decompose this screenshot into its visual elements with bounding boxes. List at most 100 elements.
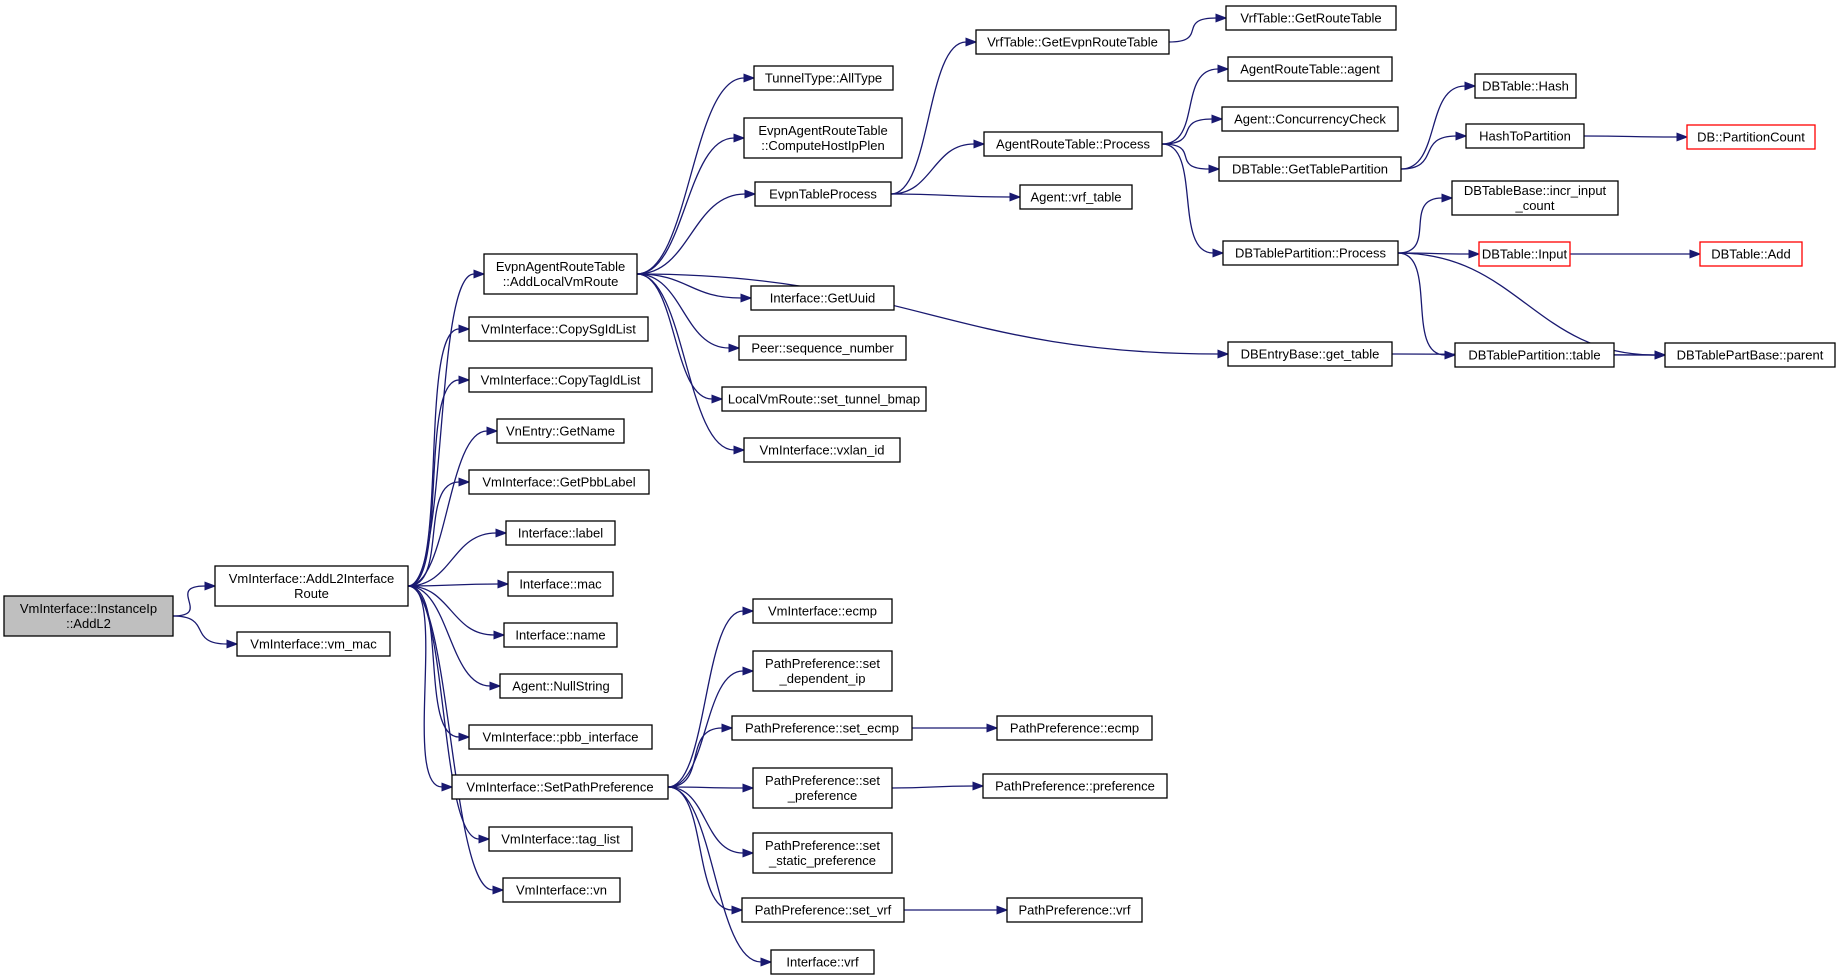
node-box [752, 598, 893, 624]
node-label: ::AddLocalVmRoute [503, 274, 619, 289]
node-dbtable-input[interactable]: DBTable::Input [1478, 241, 1571, 267]
node-dbentrybase-get-table[interactable]: DBEntryBase::get_table [1227, 341, 1393, 367]
node-box [741, 897, 905, 923]
node-vnentry-getname[interactable]: VnEntry::GetName [496, 418, 625, 444]
node-box [743, 437, 901, 463]
edge-addl2-interface-route-to-pbb-interface [407, 585, 471, 742]
node-pp-set-dependent-ip[interactable]: PathPreference::set_dependent_ip [752, 650, 893, 692]
node-pp-ecmp[interactable]: PathPreference::ecmp [996, 715, 1153, 741]
edge-line [407, 583, 499, 587]
node-get-pbb-label[interactable]: VmInterface::GetPbbLabel [468, 469, 650, 495]
edge-line [1397, 197, 1443, 254]
node-interface-getuuid[interactable]: Interface::GetUuid [750, 285, 895, 311]
edge-add-local-vm-route-to-tunneltype-alltype [636, 73, 756, 275]
edge-line [636, 273, 742, 299]
edge-line [1400, 85, 1466, 170]
node-box [236, 631, 391, 657]
node-tunneltype-alltype[interactable]: TunnelType::AllType [753, 65, 894, 91]
node-dbtablepartbase-parent[interactable]: DBTablePartBase::parent [1664, 342, 1836, 368]
node-interface-label[interactable]: Interface::label [505, 520, 616, 546]
edge-addl2-interface-route-to-tag-list [407, 585, 491, 844]
node-pp-set-ecmp[interactable]: PathPreference::set_ecmp [731, 715, 913, 741]
node-interface-name[interactable]: Interface::name [503, 622, 618, 648]
node-instance-ip-addl2[interactable]: VmInterface::InstanceIp::AddL2 [3, 595, 174, 637]
node-interface-vrf[interactable]: Interface::vrf [770, 949, 875, 975]
node-agent-concurrency-check[interactable]: Agent::ConcurrencyCheck [1221, 106, 1399, 132]
node-agent-route-table-agent[interactable]: AgentRouteTable::agent [1227, 56, 1393, 82]
edge-agent-route-table-process-to-dbtable-partition-process [1161, 143, 1225, 258]
node-label: Route [294, 586, 329, 601]
node-label: VrfTable::GetRouteTable [1240, 11, 1381, 26]
node-box [754, 181, 892, 207]
node-set-tunnel-bmap[interactable]: LocalVmRoute::set_tunnel_bmap [721, 386, 927, 412]
node-pp-set-vrf[interactable]: PathPreference::set_vrf [741, 897, 905, 923]
edge-addl2-interface-route-to-interface-name [407, 585, 506, 640]
edge-line [636, 77, 745, 275]
edge-arrowhead [743, 73, 756, 83]
node-box [770, 949, 875, 975]
node-interface-mac[interactable]: Interface::mac [507, 571, 614, 597]
node-label: VmInterface::GetPbbLabel [482, 475, 635, 490]
node-vrf-get-evpn-route-table[interactable]: VrfTable::GetEvpnRouteTable [975, 29, 1170, 55]
node-peer-sequence-number[interactable]: Peer::sequence_number [738, 335, 907, 361]
node-set-path-preference[interactable]: VmInterface::SetPathPreference [451, 774, 669, 800]
node-pp-vrf[interactable]: PathPreference::vrf [1006, 897, 1143, 923]
node-box [496, 418, 625, 444]
edge-line [407, 585, 443, 788]
edge-dbtable-get-table-partition-to-dbtable-hash [1400, 81, 1477, 170]
node-compute-host-ip-plen[interactable]: EvpnAgentRouteTable::ComputeHostIpPlen [743, 117, 903, 159]
edge-line [407, 585, 460, 738]
node-agent-nullstring[interactable]: Agent::NullString [499, 673, 623, 699]
node-label: VrfTable::GetEvpnRouteTable [987, 35, 1158, 50]
node-label: Interface::GetUuid [770, 291, 876, 306]
node-dbtable-add[interactable]: DBTable::Add [1699, 241, 1803, 267]
edge-arrowhead [711, 394, 724, 404]
node-agent-route-table-process[interactable]: AgentRouteTable::Process [983, 131, 1163, 157]
edge-vrf-get-evpn-route-table-to-vrf-get-route-table [1168, 13, 1228, 43]
node-box [1006, 897, 1143, 923]
node-vmi-vn[interactable]: VmInterface::vn [502, 877, 621, 903]
node-copy-tagid-list[interactable]: VmInterface::CopyTagIdList [468, 367, 653, 393]
node-box [1686, 124, 1816, 150]
node-dbtable-partition-process[interactable]: DBTablePartition::Process [1222, 240, 1399, 266]
node-vmi-ecmp[interactable]: VmInterface::ecmp [752, 598, 893, 624]
node-label: PathPreference::set_ecmp [745, 721, 899, 736]
node-vxlan-id[interactable]: VmInterface::vxlan_id [743, 437, 901, 463]
edge-arrowhead [733, 133, 746, 143]
edge-addl2-interface-route-to-agent-nullstring [407, 585, 502, 691]
edge-arrowhead [1444, 350, 1457, 360]
node-dbtable-hash[interactable]: DBTable::Hash [1474, 73, 1577, 99]
edge-arrowhead [458, 477, 471, 487]
edge-arrowhead [986, 723, 999, 733]
node-agent-vrf-table[interactable]: Agent::vrf_table [1019, 184, 1133, 210]
edge-evpn-table-process-to-agent-route-table-process [890, 139, 986, 195]
node-copy-sgid-list[interactable]: VmInterface::CopySgIdList [468, 316, 649, 342]
node-dbtablebase-incr-input-count[interactable]: DBTableBase::incr_input_count [1451, 180, 1619, 216]
node-pp-set-static-preference[interactable]: PathPreference::set_static_preference [752, 832, 893, 874]
node-box [752, 650, 893, 692]
node-dbtable-partition-table[interactable]: DBTablePartition::table [1454, 342, 1615, 368]
node-box [1227, 341, 1393, 367]
node-pbb-interface[interactable]: VmInterface::pbb_interface [468, 724, 653, 750]
node-hash-to-partition[interactable]: HashToPartition [1465, 123, 1585, 149]
edge-add-local-vm-route-to-peer-sequence-number [636, 273, 741, 353]
node-label: PathPreference::set [765, 656, 880, 671]
node-add-local-vm-route[interactable]: EvpnAgentRouteTable::AddLocalVmRoute [483, 253, 638, 295]
node-tag-list[interactable]: VmInterface::tag_list [488, 826, 633, 852]
node-vm-mac[interactable]: VmInterface::vm_mac [236, 631, 391, 657]
node-pp-preference[interactable]: PathPreference::preference [982, 773, 1168, 799]
node-box [451, 774, 669, 800]
edge-arrowhead [1468, 249, 1481, 259]
edge-arrowhead [458, 732, 471, 742]
node-dbtable-get-table-partition[interactable]: DBTable::GetTablePartition [1218, 156, 1402, 182]
node-db-partition-count[interactable]: DB::PartitionCount [1686, 124, 1816, 150]
edge-arrowhead [204, 581, 217, 591]
node-pp-set-preference[interactable]: PathPreference::set_preference [752, 767, 893, 809]
node-evpn-table-process[interactable]: EvpnTableProcess [754, 181, 892, 207]
node-label: PathPreference::preference [995, 779, 1155, 794]
node-vrf-get-route-table[interactable]: VrfTable::GetRouteTable [1225, 5, 1397, 31]
edge-dbtable-input-to-dbtable-add [1570, 249, 1702, 259]
edge-arrowhead [972, 781, 985, 791]
node-label: TunnelType::AllType [765, 71, 882, 86]
